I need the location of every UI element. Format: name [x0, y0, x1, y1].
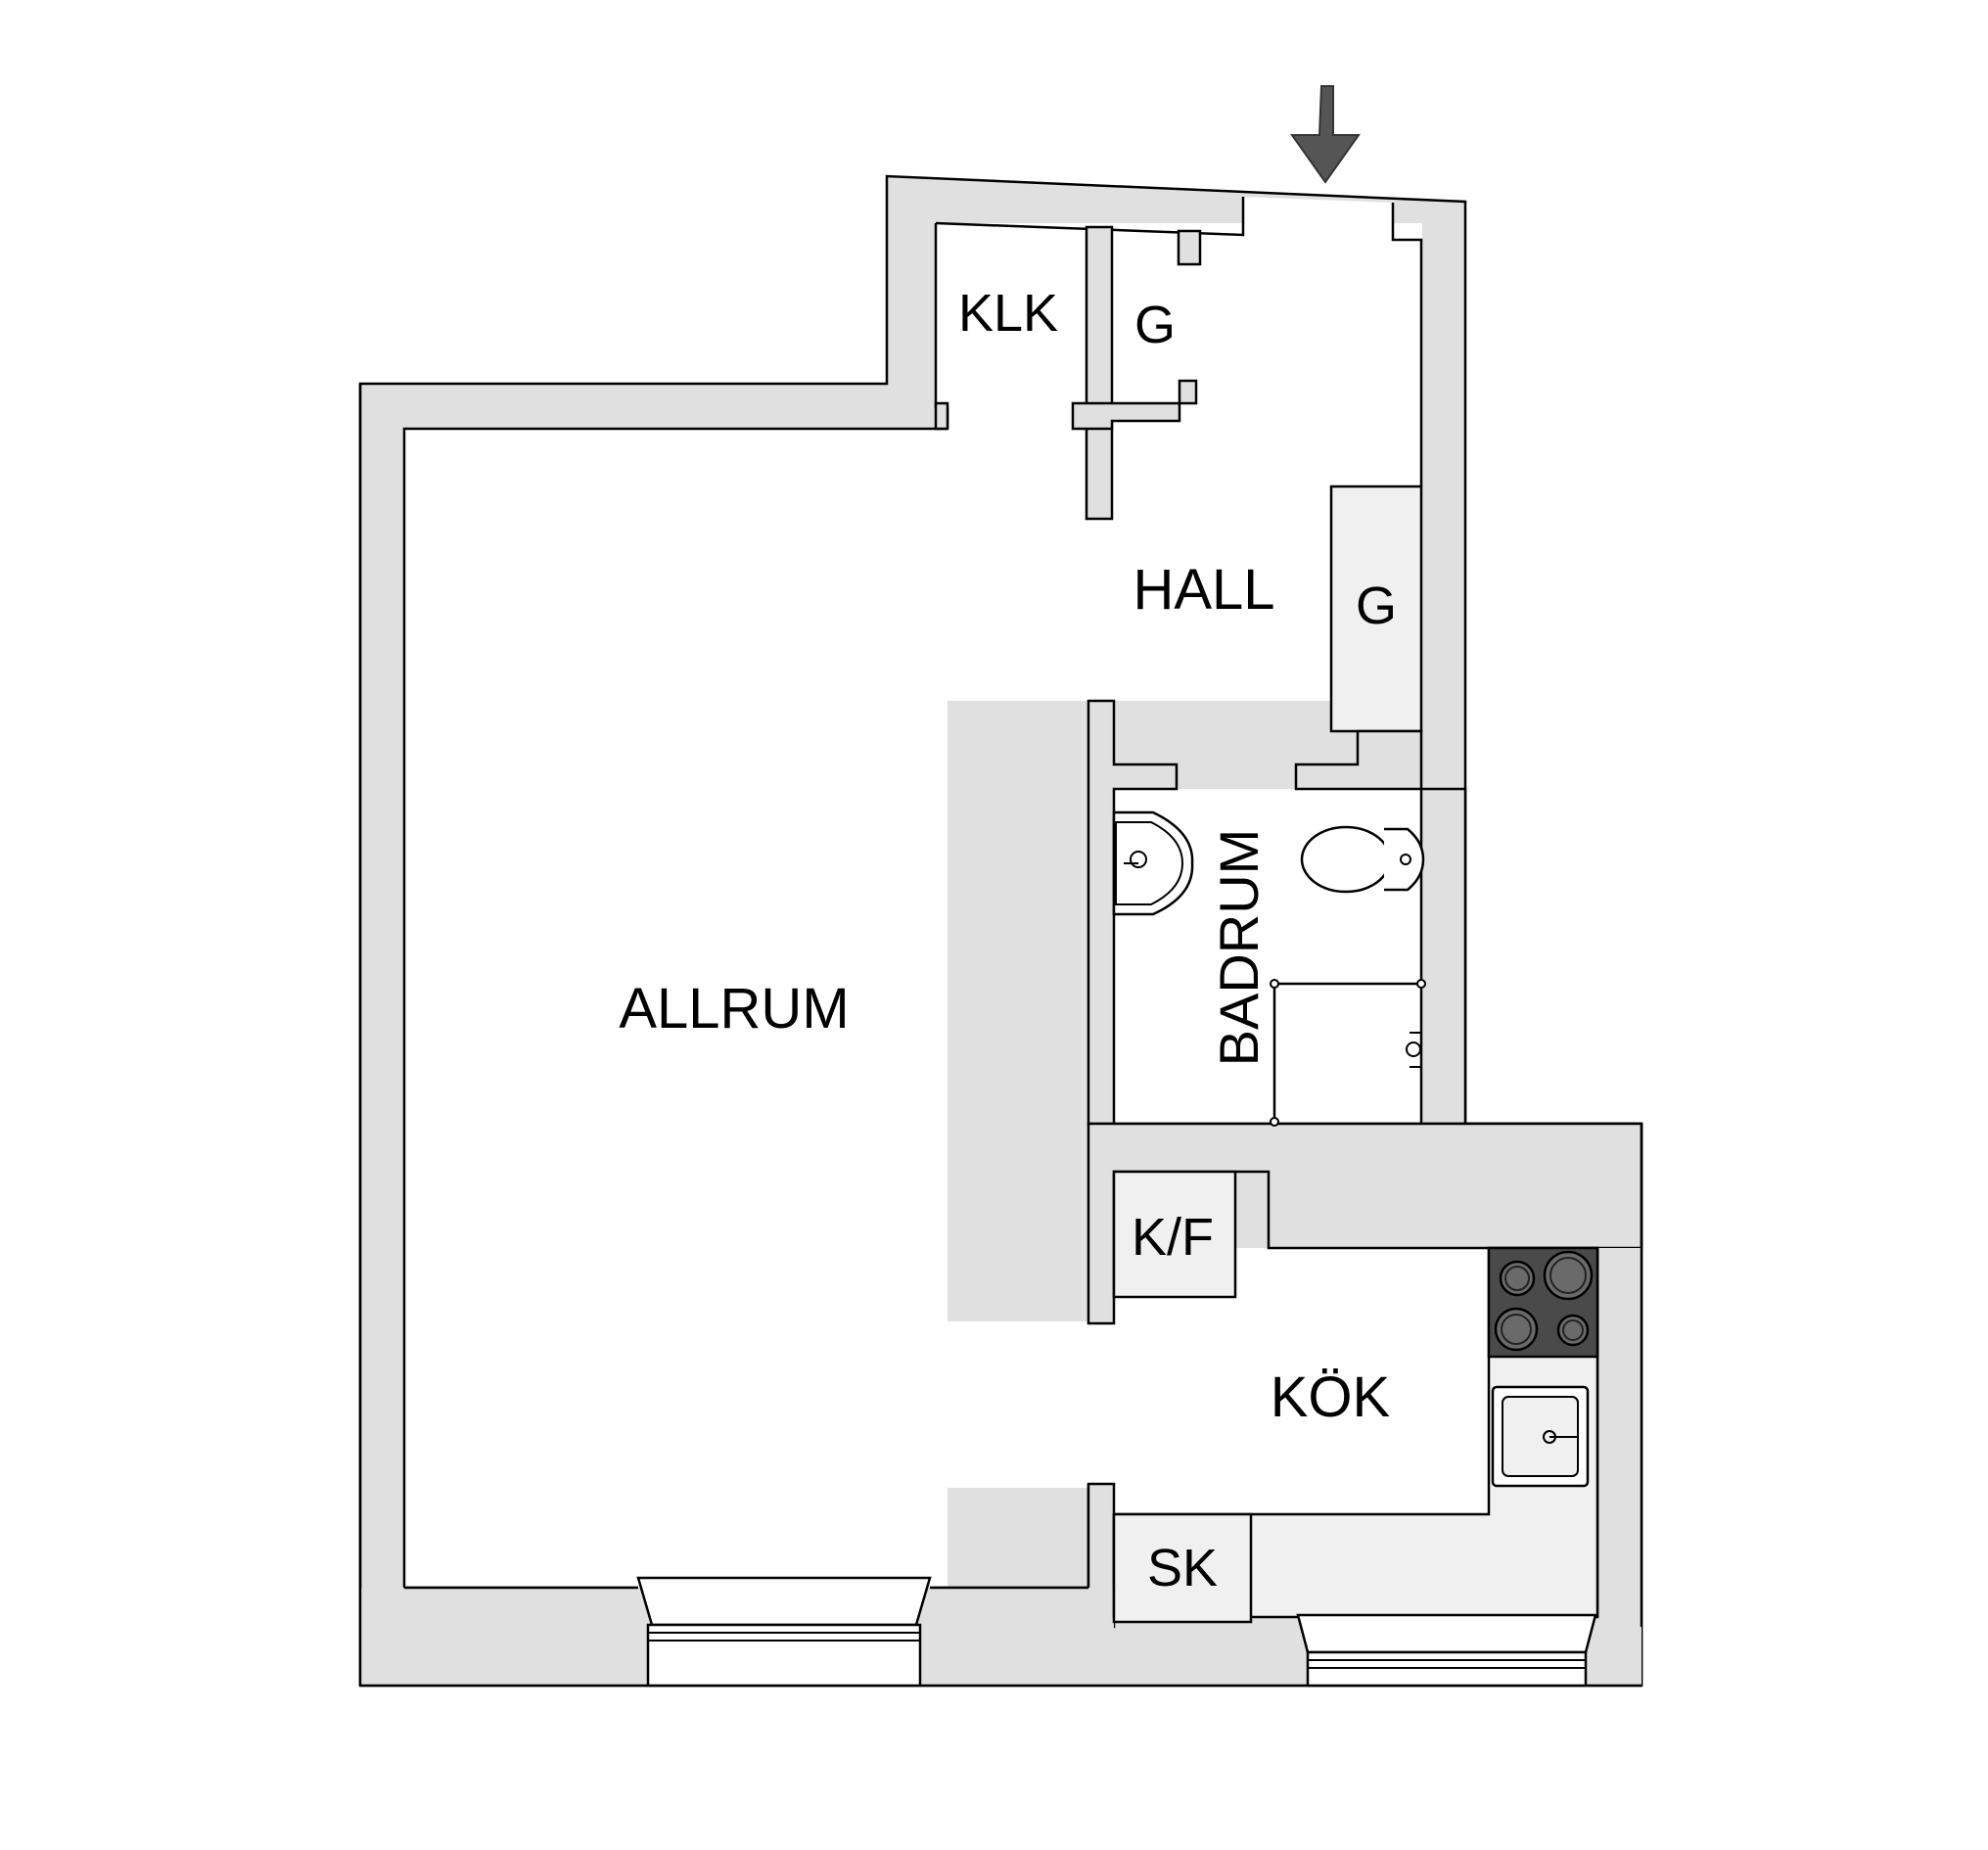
badrum-right-wall-stub — [1294, 729, 1423, 791]
label-kok: KÖK — [1271, 1365, 1391, 1429]
shower-icon — [1270, 979, 1426, 1127]
window-allrum — [636, 1576, 932, 1688]
label-allrum: ALLRUM — [619, 977, 849, 1041]
label-skap: SK — [1147, 1539, 1218, 1597]
entrance-right-jamb — [1391, 203, 1423, 486]
badrum-right-wall — [1419, 787, 1467, 1126]
label-g-top: G — [1134, 296, 1176, 354]
label-badrum: BADRUM — [1208, 829, 1270, 1067]
g-top-wall-bottom — [1071, 379, 1198, 431]
top-inner-edge — [935, 197, 1245, 237]
klk-door-stub — [934, 401, 949, 431]
window-kok — [1296, 1613, 1597, 1688]
allrum-floor — [404, 429, 948, 1588]
label-g-hall: G — [1356, 577, 1397, 635]
allrum-hall-opening — [948, 519, 1094, 701]
washbasin-icon — [1112, 810, 1194, 916]
g-top-door-stub — [1177, 229, 1202, 266]
stove-icon — [1487, 1246, 1599, 1359]
entrance-arrow-icon — [1290, 85, 1361, 184]
kitchen-sink-icon — [1491, 1385, 1590, 1488]
storage-cabinet — [1112, 1512, 1253, 1624]
label-hall: HALL — [1133, 558, 1274, 622]
fridge-freezer — [1112, 1170, 1237, 1299]
kok-right-wall — [1597, 1248, 1641, 1686]
label-kyl-frys: K/F — [1132, 1208, 1214, 1267]
klk-partition — [1085, 225, 1114, 521]
allrum-kok-opening — [948, 1321, 1094, 1488]
toilet-icon — [1300, 825, 1425, 894]
label-klk: KLK — [958, 284, 1058, 343]
